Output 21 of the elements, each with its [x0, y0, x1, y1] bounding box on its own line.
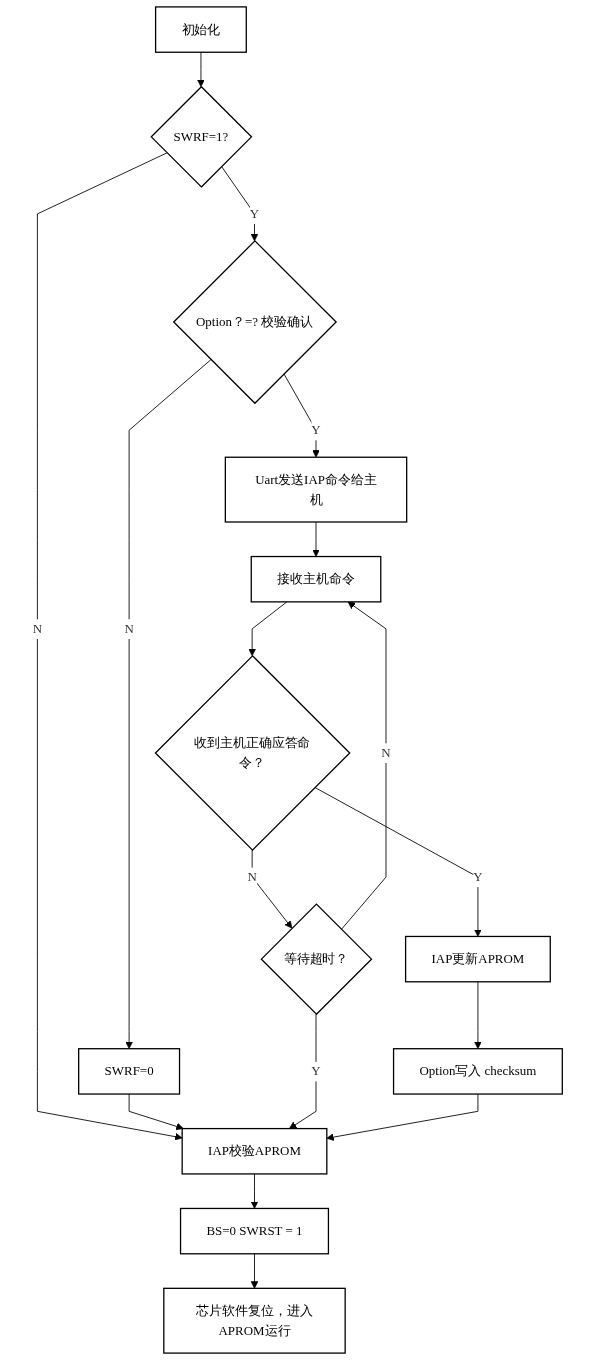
edge-label: Y [473, 869, 483, 884]
node-box: IAP更新APROM [404, 935, 551, 983]
node-box: BS=0 SWRST = 1 [179, 1207, 330, 1255]
node-box: 芯片软件复位，进入APROM运行 [163, 1287, 346, 1354]
edge-label: N [32, 621, 43, 636]
node-box: IAP校验APROM [181, 1127, 328, 1175]
node-box: Option写入 checksum [392, 1048, 563, 1095]
node-diamond: Option？=? 校验确认 [172, 239, 338, 405]
edge-label: Y [249, 206, 260, 221]
node-box: 接收主机命令 [250, 555, 382, 603]
node-box: Uart发送IAP命令给主机 [224, 456, 408, 523]
node-diamond: 等待超时？ [260, 903, 373, 1016]
edge-label: Y [311, 423, 321, 437]
edge-label: N [247, 869, 257, 884]
node-box: SWRF=0 [78, 1048, 181, 1095]
edge-label: N [124, 621, 134, 636]
edge-label: Y [311, 1064, 321, 1079]
node-diamond: SWRF=1? [150, 85, 253, 188]
edge-label: N [381, 745, 391, 760]
node-diamond: 收到主机正确应答命令？ [154, 654, 351, 852]
node-box: 初始化 [154, 6, 247, 53]
